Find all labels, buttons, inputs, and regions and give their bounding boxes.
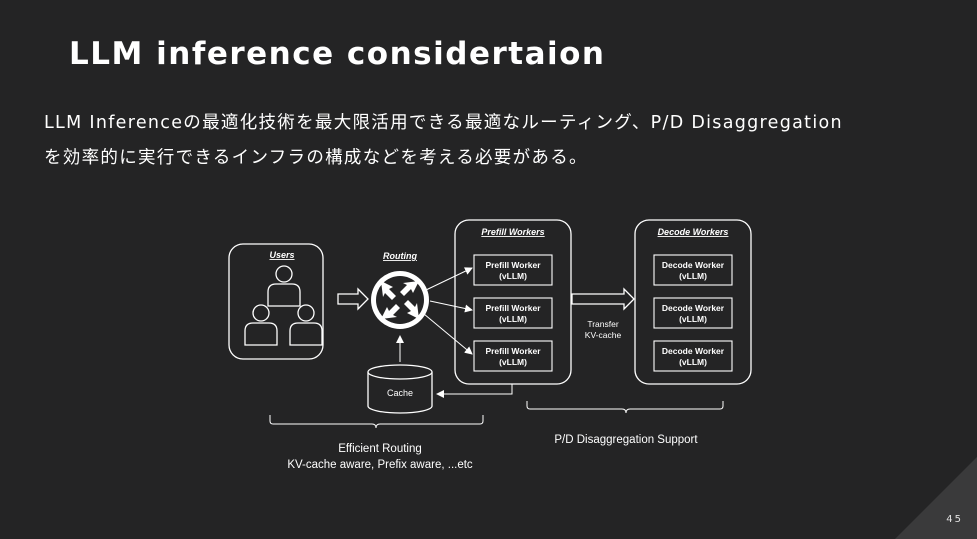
cache-label: Cache bbox=[387, 388, 413, 398]
prefill-worker: Prefill Worker (vLLM) bbox=[473, 340, 553, 372]
prefill-worker: Prefill Worker (vLLM) bbox=[473, 254, 553, 286]
prefill-worker: Prefill Worker (vLLM) bbox=[473, 297, 553, 329]
pd-brace bbox=[526, 401, 724, 414]
users-box: Users bbox=[228, 243, 324, 360]
decode-worker-title: Decode Worker bbox=[662, 346, 725, 356]
routing-label: Routing bbox=[383, 251, 417, 261]
corner-decoration bbox=[895, 457, 977, 539]
decode-worker-subtitle: (vLLM) bbox=[679, 271, 707, 281]
prefill-worker-title: Prefill Worker bbox=[485, 260, 541, 270]
decode-worker: Decode Worker (vLLM) bbox=[653, 297, 733, 329]
kv-transfer-arrow bbox=[571, 287, 635, 311]
router-icon bbox=[371, 271, 429, 329]
prefill-worker-subtitle: (vLLM) bbox=[499, 271, 527, 281]
decode-worker: Decode Worker (vLLM) bbox=[653, 340, 733, 372]
transfer-label-line2: KV-cache bbox=[585, 330, 622, 340]
transfer-label-line1: Transfer bbox=[587, 319, 619, 329]
subtitle-line-1: LLM Inferenceの最適化技術を最大限活用できる最適なルーティング、P/… bbox=[44, 113, 843, 133]
decode-workers-group: Decode Workers Decode Worker (vLLM) Deco… bbox=[634, 219, 752, 385]
users-label: Users bbox=[269, 250, 294, 260]
users-icon bbox=[244, 265, 323, 346]
decode-worker: Decode Worker (vLLM) bbox=[653, 254, 733, 286]
decode-worker-subtitle: (vLLM) bbox=[679, 357, 707, 367]
slide-title: LLM inference considertaion bbox=[69, 36, 606, 72]
routing-caption-line2: KV-cache aware, Prefix aware, ...etc bbox=[287, 459, 473, 471]
decode-group-label: Decode Workers bbox=[658, 227, 729, 237]
decode-worker-title: Decode Worker bbox=[662, 260, 725, 270]
prefill-to-cache-arrow bbox=[436, 384, 513, 398]
page-number: 45 bbox=[946, 514, 963, 525]
decode-worker-title: Decode Worker bbox=[662, 303, 725, 313]
pd-caption: P/D Disaggregation Support bbox=[554, 434, 698, 446]
prefill-worker-subtitle: (vLLM) bbox=[499, 314, 527, 324]
subtitle-line-2: を効率的に実行できるインフラの構成などを考える必要がある。 bbox=[44, 148, 588, 168]
prefill-worker-subtitle: (vLLM) bbox=[499, 357, 527, 367]
route-arrow-2 bbox=[429, 300, 473, 313]
route-arrow-1 bbox=[425, 267, 473, 291]
prefill-worker-title: Prefill Worker bbox=[485, 346, 541, 356]
cache-cylinder: Cache bbox=[367, 364, 433, 414]
users-to-router-arrow bbox=[337, 287, 369, 311]
prefill-worker-title: Prefill Worker bbox=[485, 303, 541, 313]
prefill-group-label: Prefill Workers bbox=[481, 227, 544, 237]
prefill-workers-group: Prefill Workers Prefill Worker (vLLM) Pr… bbox=[454, 219, 572, 385]
routing-brace bbox=[269, 415, 484, 429]
slide-subtitle: LLM Inferenceの最適化技術を最大限活用できる最適なルーティング、P/… bbox=[44, 106, 944, 176]
route-arrow-3 bbox=[423, 313, 473, 355]
decode-worker-subtitle: (vLLM) bbox=[679, 314, 707, 324]
routing-caption-line1: Efficient Routing bbox=[338, 443, 422, 455]
